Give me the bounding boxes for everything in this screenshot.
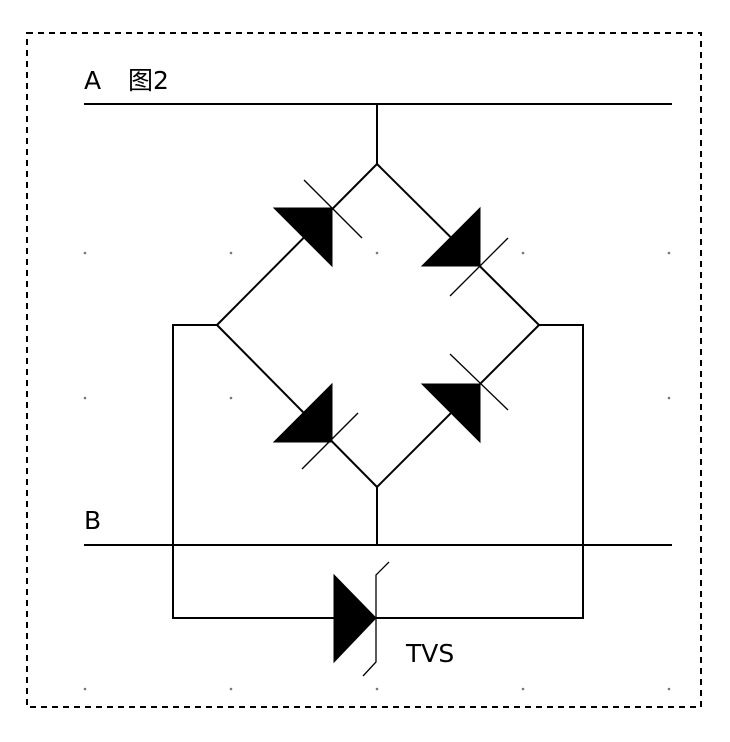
tvs-triangle: [333, 573, 377, 664]
figure-label: 图2: [128, 66, 169, 95]
wire-top-to-left: [216, 163, 378, 326]
bridge-diode-upper-left: [272, 179, 363, 268]
node-b-label: B: [84, 506, 101, 535]
grid-dot: [667, 396, 671, 400]
wire-left-to-bottom: [216, 324, 378, 488]
tvs-cathode-bar: [362, 561, 390, 677]
grid-dot: [229, 687, 233, 691]
dashed-frame: [26, 32, 702, 708]
tvs-label: TVS: [405, 639, 454, 668]
diode-triangle: [272, 207, 333, 268]
tvs-diode: [333, 561, 390, 677]
grid-dots: [83, 251, 671, 691]
wire-left-to-tvs: [172, 324, 334, 619]
bridge-diode-lower-left: [272, 382, 359, 470]
grid-dot: [229, 396, 233, 400]
diode-cathode-bar: [449, 237, 509, 297]
grid-dot: [83, 687, 87, 691]
diode-cathode-bar: [303, 179, 363, 239]
grid-dot: [667, 251, 671, 255]
tvs-loop-wiring: [172, 324, 584, 619]
node-a-label: A: [84, 66, 101, 95]
diode-triangle: [272, 382, 333, 443]
grid-dot: [375, 251, 379, 255]
grid-dot: [521, 251, 525, 255]
grid-dot: [667, 687, 671, 691]
bridge-diode-lower-right: [420, 353, 509, 444]
grid-dot: [83, 396, 87, 400]
diode-cathode-bar: [449, 353, 509, 411]
diode-cathode-bar: [301, 412, 359, 470]
bridge-diode-upper-right: [420, 206, 509, 297]
diode-triangle: [420, 206, 481, 267]
wire-tvs-to-right: [376, 324, 584, 619]
grid-dot: [229, 251, 233, 255]
grid-dot: [83, 251, 87, 255]
grid-dot: [375, 687, 379, 691]
diode-triangle: [420, 383, 481, 444]
grid-dot: [521, 687, 525, 691]
bridge-wiring: [216, 104, 540, 545]
